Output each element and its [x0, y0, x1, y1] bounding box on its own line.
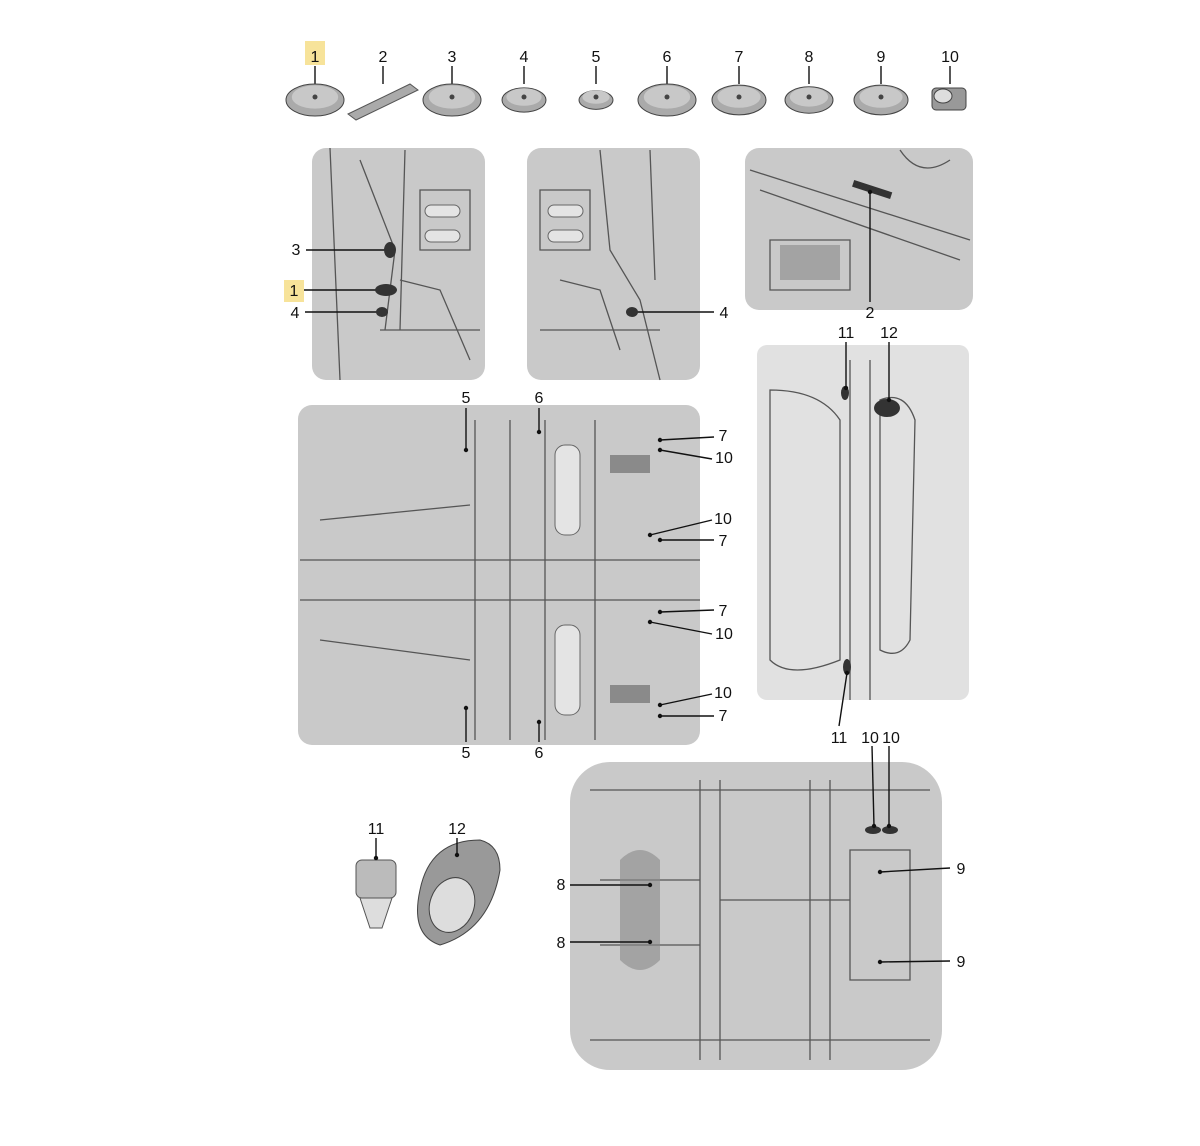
callout-label: 11	[368, 821, 385, 838]
callout-12: 12	[448, 821, 466, 858]
legend-label: 5	[592, 49, 601, 66]
legend-label: 4	[520, 49, 529, 66]
callout-label: 1	[290, 283, 299, 300]
callout-label: 9	[957, 861, 966, 878]
callout-label: 10	[715, 626, 733, 643]
callout-9: 9	[877, 861, 966, 878]
legend-label: 7	[735, 49, 744, 66]
panel-f-underbody-rear	[570, 762, 942, 1070]
legend-label: 1	[311, 49, 320, 66]
callout-label: 8	[557, 877, 566, 894]
callout-label: 4	[291, 305, 300, 322]
callout-5: 5	[462, 705, 471, 762]
grommet-marker	[384, 242, 396, 258]
legend-label: 6	[663, 49, 672, 66]
callout-7: 7	[657, 603, 728, 620]
callout-label: 6	[535, 745, 544, 762]
callout-7: 7	[657, 428, 728, 445]
legend-label: 3	[448, 49, 457, 66]
part-12-grommet	[417, 839, 501, 946]
leader-line	[659, 609, 715, 613]
panel-b-front-pillar-right	[527, 148, 700, 381]
legend-part-9: 9	[853, 49, 909, 116]
legend-part-6: 6	[637, 49, 697, 117]
callout-10: 10	[882, 730, 900, 829]
callout-label: 9	[957, 954, 966, 971]
callout-label: 5	[462, 745, 471, 762]
legend-part-1: 1	[285, 41, 345, 117]
leader-line	[649, 519, 713, 536]
callout-8: 8	[557, 935, 653, 952]
callout-10: 10	[657, 447, 733, 467]
callout-label: 3	[292, 242, 301, 259]
callout-label: 10	[861, 730, 879, 747]
callout-12: 12	[880, 325, 898, 403]
callout-label: 4	[720, 305, 729, 322]
legend-part-2: 2	[347, 49, 419, 121]
panel-c-rear-strut	[745, 148, 973, 310]
panel-a-front-pillar-left	[312, 147, 485, 381]
leader-line	[879, 867, 951, 873]
callout-11: 11	[838, 325, 855, 391]
callout-label: 2	[866, 305, 875, 322]
callout-10: 10	[657, 685, 732, 708]
legend-label: 10	[941, 49, 959, 66]
callout-label: 7	[719, 708, 728, 725]
callout-10: 10	[647, 511, 732, 538]
callout-label: 7	[719, 428, 728, 445]
panel-e-floor-pan	[298, 405, 700, 745]
grommet-marker	[376, 307, 388, 317]
legend-part-4: 4	[501, 49, 547, 113]
grommet-marker	[375, 284, 397, 296]
callout-label: 12	[448, 821, 466, 838]
leader-line	[659, 449, 713, 460]
legend-label: 2	[379, 49, 388, 66]
part-11-plug	[355, 859, 397, 929]
callout-6: 6	[535, 390, 544, 435]
legend-label: 8	[805, 49, 814, 66]
callout-label: 11	[831, 730, 848, 747]
leader-line	[649, 621, 713, 635]
leader-line	[838, 672, 848, 727]
callout-label: 10	[715, 450, 733, 467]
callout-2: 2	[866, 189, 875, 322]
highlight	[305, 41, 325, 65]
leader-line	[871, 745, 875, 827]
leader-line	[879, 960, 951, 963]
highlight	[284, 280, 304, 302]
callout-7: 7	[657, 708, 728, 725]
callout-9: 9	[877, 954, 966, 971]
callout-label: 10	[882, 730, 900, 747]
callout-label: 6	[535, 390, 544, 407]
legend-part-8: 8	[784, 49, 834, 114]
callout-label: 8	[557, 935, 566, 952]
callout-label: 12	[880, 325, 898, 342]
panel-d-rear-side-member	[757, 345, 969, 700]
legend-part-5: 5	[578, 49, 614, 110]
legend-part-10: 10	[931, 49, 967, 111]
callout-6: 6	[535, 719, 544, 762]
callout-label: 5	[462, 390, 471, 407]
callout-label: 10	[714, 511, 732, 528]
callout-8: 8	[557, 877, 653, 894]
leader-line	[659, 693, 713, 706]
legend-part-7: 7	[711, 49, 767, 116]
leader-line	[659, 436, 715, 441]
callout-10: 10	[647, 619, 733, 643]
legend-label: 9	[877, 49, 886, 66]
callout-label: 7	[719, 603, 728, 620]
grommet-marker	[626, 307, 638, 317]
parts-legend-row: 1 2 3 4 5 6 7 8 9 10	[285, 41, 967, 121]
callout-11: 11	[368, 821, 385, 861]
callout-label: 10	[714, 685, 732, 702]
callout-11: 11	[831, 670, 850, 747]
callout-5: 5	[462, 390, 471, 453]
legend-part-3: 3	[422, 49, 482, 117]
callout-10: 10	[861, 730, 879, 829]
callout-7: 7	[657, 533, 728, 550]
callout-label: 11	[838, 325, 855, 342]
callout-label: 7	[719, 533, 728, 550]
